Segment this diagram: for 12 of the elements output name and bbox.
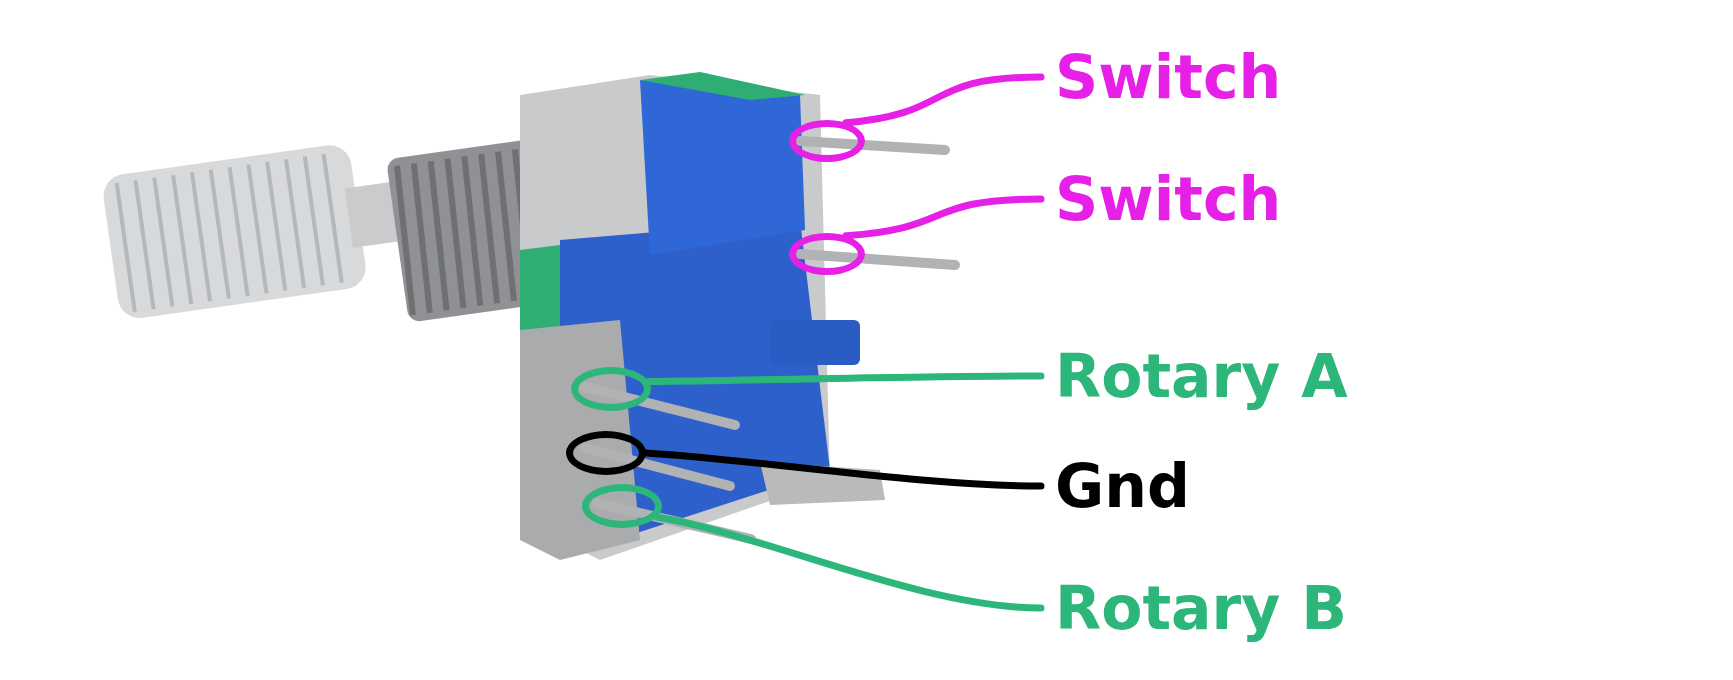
pin-marker-ellipse <box>566 431 646 475</box>
leader-line <box>653 513 1045 612</box>
pin-marker-ellipse <box>582 484 662 528</box>
leader-line <box>842 73 1045 127</box>
leader-line <box>842 195 1045 240</box>
pin-label: Switch <box>1055 169 1282 229</box>
pin-marker-ellipse <box>571 367 651 411</box>
leader-line <box>645 372 1045 385</box>
pin-marker-ellipse <box>789 120 865 162</box>
pin-marker-ellipse <box>789 233 865 275</box>
pin-label: Switch <box>1055 47 1282 107</box>
pin-label: Gnd <box>1055 456 1190 516</box>
